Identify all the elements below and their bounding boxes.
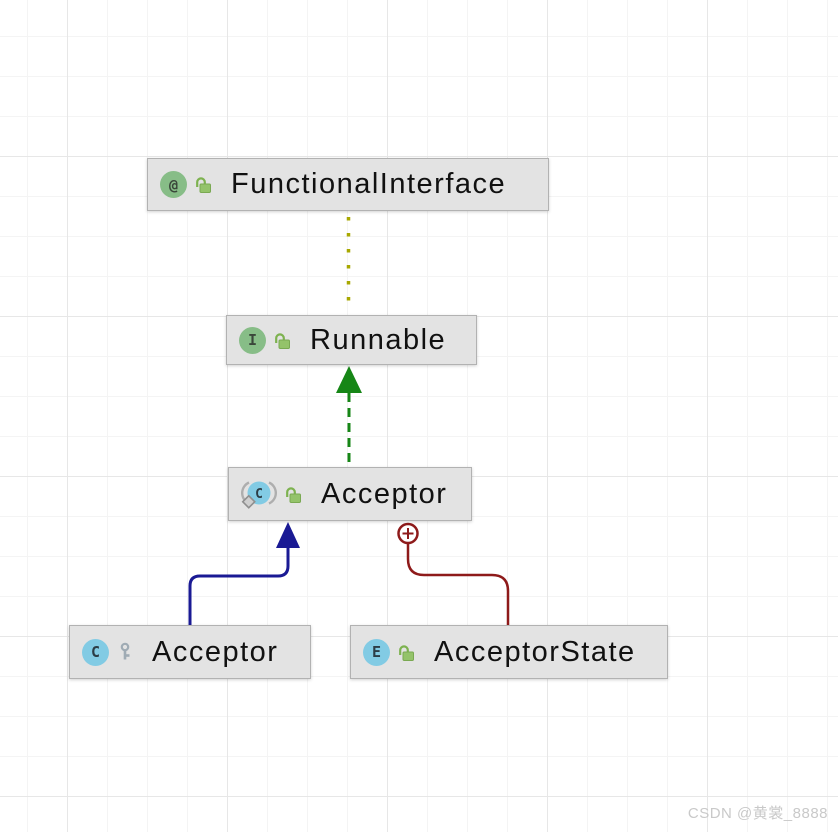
open-lock-icon <box>275 332 290 349</box>
node-icons: C <box>241 479 303 510</box>
class-icon-decorated: C <box>241 480 277 509</box>
node-label: Runnable <box>310 323 447 356</box>
open-lock-icon <box>399 644 414 661</box>
svg-text:C: C <box>255 487 263 502</box>
node-functional-interface[interactable]: @ FunctionalInterface <box>147 158 549 211</box>
open-lock-icon <box>286 486 301 503</box>
node-icons: @ <box>160 171 213 198</box>
key-icon <box>120 642 130 660</box>
node-icons: I <box>239 326 292 354</box>
diamond-badge <box>241 494 256 509</box>
watermark-text: CSDN @黄裳_8888 <box>687 805 828 822</box>
node-acceptor-state[interactable]: E AcceptorState <box>350 625 668 679</box>
node-runnable[interactable]: I Runnable <box>226 315 477 365</box>
enum-icon: E <box>363 638 390 666</box>
interface-icon: I <box>239 326 266 354</box>
edge-inner-class-line[interactable] <box>406 543 510 625</box>
node-icons: E <box>363 638 416 666</box>
annotation-icon: @ <box>160 171 187 198</box>
open-lock-icon <box>196 177 211 193</box>
node-label: AcceptorState <box>434 635 636 668</box>
node-icons: C <box>82 638 134 666</box>
node-acceptor-inner[interactable]: C Acceptor <box>228 467 472 521</box>
node-label: Acceptor <box>152 635 279 668</box>
node-label: FunctionalInterface <box>231 168 507 200</box>
node-acceptor-outer[interactable]: C Acceptor <box>69 625 311 679</box>
class-icon: C <box>82 638 109 666</box>
edge-extends-arrowhead[interactable] <box>276 522 300 548</box>
node-label: Acceptor <box>321 477 448 510</box>
edge-extends-line[interactable] <box>188 547 290 625</box>
edge-implements-arrowhead[interactable] <box>336 366 362 393</box>
edge-inner-class-anchor-plus <box>402 528 414 539</box>
